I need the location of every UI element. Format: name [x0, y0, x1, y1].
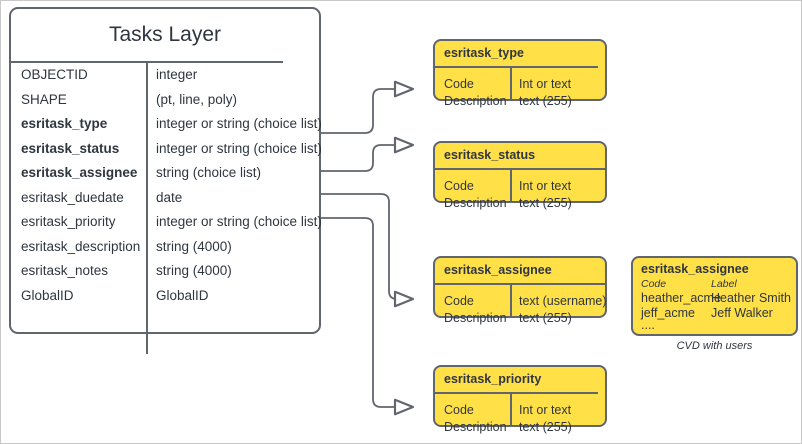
domain-title-divider: [435, 66, 598, 68]
tasks-layer-entity: Tasks Layer OBJECTID integer SHAPE (pt, …: [9, 7, 322, 354]
field-type: integer or string (choice list): [156, 214, 322, 229]
connector-type: [321, 80, 415, 134]
cvd-title: esritask_assignee: [641, 262, 749, 276]
connector-status: [321, 136, 415, 172]
connector-priority: [321, 217, 415, 416]
field-name: esritask_description: [21, 238, 141, 254]
cvd-code-value: heather_acme: [641, 291, 721, 305]
domain-title: esritask_priority: [444, 372, 542, 386]
cvd-label-value: Jeff Walker: [711, 306, 773, 320]
table-row: esritask_duedate date: [11, 186, 319, 211]
field-type: integer or string (choice list): [156, 140, 322, 156]
connector-assignee: [321, 193, 415, 308]
field-name: esritask_type: [21, 116, 108, 131]
field-name: OBJECTID: [21, 67, 88, 82]
cvd-header-code: Code: [641, 278, 667, 290]
cvd-sample-box: esritask_assignee Code Label heather_acm…: [631, 256, 798, 336]
field-type: string (4000): [156, 238, 232, 254]
field-type: (pt, line, poly): [156, 91, 238, 107]
table-row: esritask_status integer or string (choic…: [11, 137, 322, 162]
domain-column-divider: [510, 170, 512, 201]
table-row: esritask_assignee string (choice list): [11, 161, 319, 186]
field-type: integer: [156, 67, 198, 82]
field-name: esritask_status: [21, 140, 120, 156]
page-title: Tasks Layer: [108, 23, 222, 46]
domain-title: esritask_assignee: [444, 263, 552, 277]
table-row: OBJECTID integer: [11, 63, 319, 88]
table-row: SHAPE (pt, line, poly): [11, 88, 319, 113]
field-type: GlobalID: [156, 287, 209, 303]
table-row: esritask_description string (4000): [11, 235, 319, 260]
cvd-ellipsis: ....: [641, 318, 655, 332]
domain-column-divider: [510, 285, 512, 316]
cvd-caption: CVD with users: [676, 340, 753, 352]
field-type: integer or string (choice list): [156, 116, 322, 131]
domain-right-values: text (username)text (255): [519, 294, 607, 325]
field-name: esritask_priority: [21, 214, 116, 229]
table-row: esritask_type integer or string (choice …: [11, 112, 322, 137]
table-row: esritask_priority integer or string (cho…: [11, 210, 322, 235]
table-row: GlobalID GlobalID: [11, 284, 319, 309]
field-name: esritask_assignee: [21, 165, 138, 180]
domain-title-divider: [435, 392, 598, 394]
field-type: string (4000): [156, 263, 232, 278]
table-row: esritask_notes string (4000): [11, 259, 319, 284]
field-name: esritask_notes: [21, 263, 109, 278]
domain-title: esritask_status: [444, 148, 536, 162]
field-name: SHAPE: [21, 91, 67, 107]
title-divider: [11, 61, 283, 63]
cvd-code-value: jeff_acme: [641, 306, 695, 320]
domain-title: esritask_type: [444, 46, 524, 60]
cvd-header-label: Label: [711, 278, 737, 290]
domain-title-divider: [435, 168, 605, 170]
column-divider: [146, 63, 148, 354]
field-name: GlobalID: [21, 287, 74, 303]
domain-title-divider: [435, 283, 605, 285]
field-name: esritask_duedate: [21, 189, 124, 205]
cvd-label-value: Heather Smith: [711, 291, 791, 305]
field-type: date: [156, 189, 183, 205]
field-list: OBJECTID integer SHAPE (pt, line, poly) …: [11, 63, 322, 309]
domain-column-divider: [510, 68, 512, 99]
domain-column-divider: [510, 394, 512, 425]
field-type: string (choice list): [156, 165, 262, 180]
